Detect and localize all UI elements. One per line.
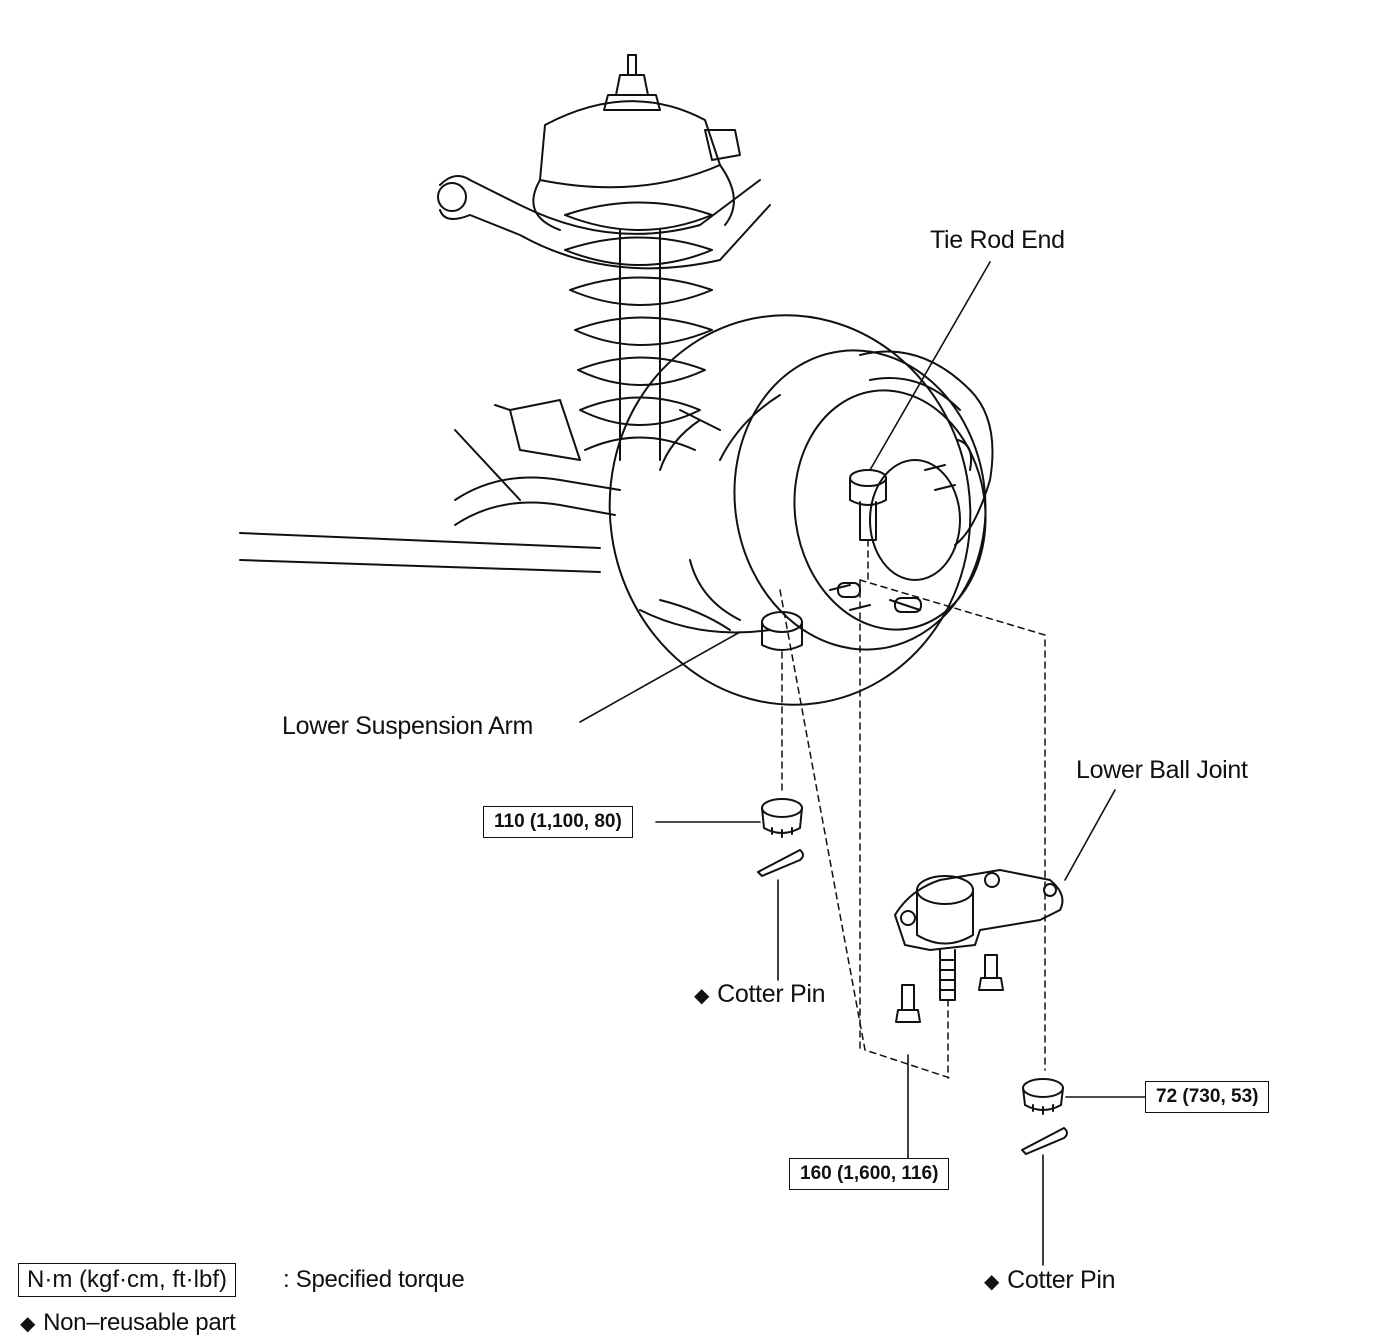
torque-box-ball-joint-nut: 72 (730, 53) — [1145, 1081, 1270, 1113]
coil-spring — [564, 201, 713, 461]
legend-nonreusable-text: Non–reusable part — [43, 1309, 236, 1336]
hub-rotor — [733, 349, 987, 651]
legend-unit-desc: : Specified torque — [283, 1266, 465, 1293]
castle-nut-ball-joint — [1022, 1078, 1064, 1115]
lower-ball-joint — [894, 869, 1064, 1001]
cotter-pin-left — [757, 849, 804, 877]
frame-members — [239, 399, 621, 573]
nonreusable-icon: ◆ — [984, 1271, 1000, 1293]
tie-rod-end-stud — [849, 469, 887, 541]
label-lower-suspension-arm: Lower Suspension Arm — [282, 712, 534, 740]
legend-unit-box: N·m (kgf·cm, ft·lbf) — [18, 1263, 236, 1297]
assembly-lines — [779, 539, 1046, 1079]
upper-control-arm — [437, 129, 771, 270]
brake-disc — [608, 314, 972, 706]
label-lower-ball-joint: Lower Ball Joint — [1076, 756, 1248, 784]
brake-caliper — [859, 350, 994, 546]
nonreusable-icon: ◆ — [694, 985, 710, 1007]
legend-nonreusable: ◆ Non–reusable part — [20, 1309, 236, 1337]
label-cotter-pin-right: ◆ Cotter Pin — [984, 1266, 1116, 1295]
cotter-pin-right — [1021, 1127, 1068, 1155]
nonreusable-icon: ◆ — [20, 1313, 36, 1335]
torque-box-lower-arm-nut: 110 (1,100, 80) — [483, 806, 633, 838]
label-cotter-pin-left: ◆ Cotter Pin — [694, 980, 826, 1009]
cotter-pin-text: Cotter Pin — [1007, 1266, 1116, 1294]
strut-mount — [532, 54, 735, 231]
label-tie-rod-end: Tie Rod End — [930, 226, 1065, 254]
castle-nut-lower-arm — [761, 798, 803, 838]
lower-arm-boss — [761, 611, 803, 651]
torque-box-ball-joint-bolts: 160 (1,600, 116) — [789, 1158, 950, 1190]
ball-joint-bolts — [895, 954, 1004, 1023]
cotter-pin-text: Cotter Pin — [717, 980, 826, 1008]
leader-lines — [579, 261, 1146, 1266]
